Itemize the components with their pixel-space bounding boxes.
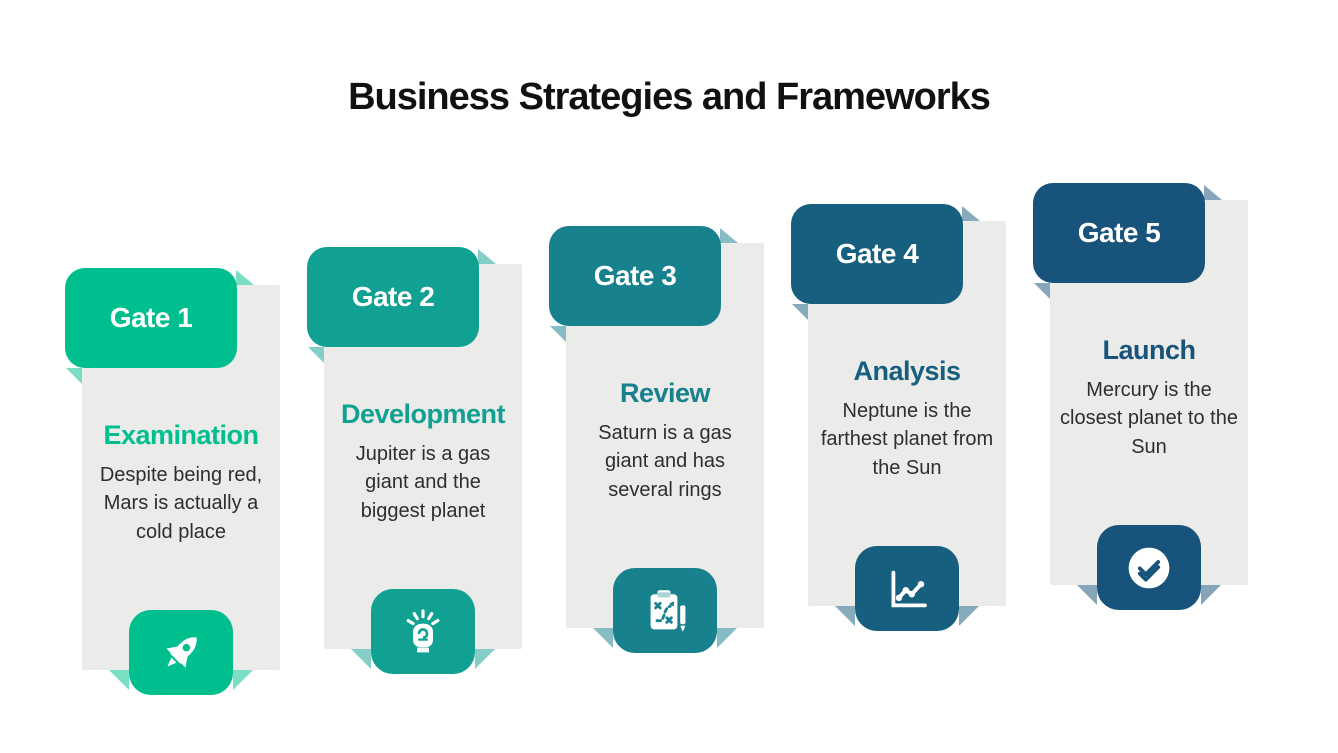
double-check-icon bbox=[1128, 547, 1170, 588]
header-fold-top-right bbox=[962, 206, 980, 221]
gate-label-tab: Gate 1 bbox=[65, 268, 237, 368]
icon-fold-right bbox=[475, 649, 495, 669]
gate-description: Saturn is a gas giant and has several ri… bbox=[598, 422, 732, 501]
gate-heading: Analysis bbox=[853, 356, 961, 386]
gate-icon-box bbox=[613, 568, 717, 653]
gate-icon-box bbox=[371, 589, 475, 674]
gate-description: Mercury is the closest planet to the Sun bbox=[1060, 379, 1238, 458]
icon-fold-right bbox=[717, 628, 737, 648]
gate-description: Despite being red, Mars is actually a co… bbox=[99, 464, 263, 543]
header-fold-top-right bbox=[478, 249, 496, 264]
header-fold-top-right bbox=[236, 270, 254, 285]
gate-label: Gate 5 bbox=[1077, 217, 1161, 248]
icon-fold-left bbox=[593, 628, 613, 648]
gate-label: Gate 3 bbox=[593, 260, 677, 291]
gate-label: Gate 2 bbox=[351, 281, 435, 312]
gate-card-5: Launch Mercury is the closest planet to … bbox=[1033, 183, 1249, 613]
slide-title: Business Strategies and Frameworks bbox=[348, 76, 991, 118]
clipboard-strategy-icon bbox=[650, 589, 686, 632]
icon-fold-left bbox=[109, 670, 129, 690]
icon-fold-left bbox=[835, 606, 855, 626]
icon-fold-right bbox=[1201, 585, 1221, 605]
icon-fold-left bbox=[351, 649, 371, 669]
gate-card-2: Development Jupiter is a gas giant and t… bbox=[307, 247, 523, 677]
header-fold-bottom-left bbox=[66, 368, 82, 384]
gate-icon-box bbox=[855, 546, 959, 631]
icon-fold-right bbox=[959, 606, 979, 626]
gate-card-4: Analysis Neptune is the farthest planet … bbox=[791, 204, 1007, 634]
header-fold-bottom-left bbox=[1034, 283, 1050, 299]
gate-label: Gate 1 bbox=[109, 302, 193, 333]
icon-fold-left bbox=[1077, 585, 1097, 605]
gate-heading: Launch bbox=[1102, 335, 1196, 365]
header-fold-top-right bbox=[720, 228, 738, 243]
icon-fold-right bbox=[233, 670, 253, 690]
gate-description: Neptune is the farthest planet from the … bbox=[820, 400, 994, 479]
header-fold-bottom-left bbox=[308, 347, 324, 363]
header-fold-top-right bbox=[1204, 185, 1222, 200]
gate-icon-box bbox=[129, 610, 233, 695]
gate-label-tab: Gate 4 bbox=[791, 204, 963, 304]
gate-heading: Development bbox=[340, 399, 506, 429]
gate-card-3: Review Saturn is a gas giant and has sev… bbox=[549, 226, 765, 656]
fist-spark-icon bbox=[406, 608, 440, 652]
gate-label-tab: Gate 3 bbox=[549, 226, 721, 326]
gate-heading: Examination bbox=[103, 420, 259, 450]
gate-description: Jupiter is a gas giant and the biggest p… bbox=[355, 443, 491, 522]
header-fold-bottom-left bbox=[550, 326, 566, 342]
line-chart-icon bbox=[891, 570, 927, 607]
gate-icon-box bbox=[1097, 525, 1201, 610]
gate-label: Gate 4 bbox=[835, 238, 919, 269]
gate-card-1: Examination Despite being red, Mars is a… bbox=[65, 268, 281, 698]
header-fold-bottom-left bbox=[792, 304, 808, 320]
gate-label-tab: Gate 5 bbox=[1033, 183, 1205, 283]
rocket-icon bbox=[166, 636, 197, 668]
gate-label-tab: Gate 2 bbox=[307, 247, 479, 347]
gate-heading: Review bbox=[619, 378, 711, 408]
